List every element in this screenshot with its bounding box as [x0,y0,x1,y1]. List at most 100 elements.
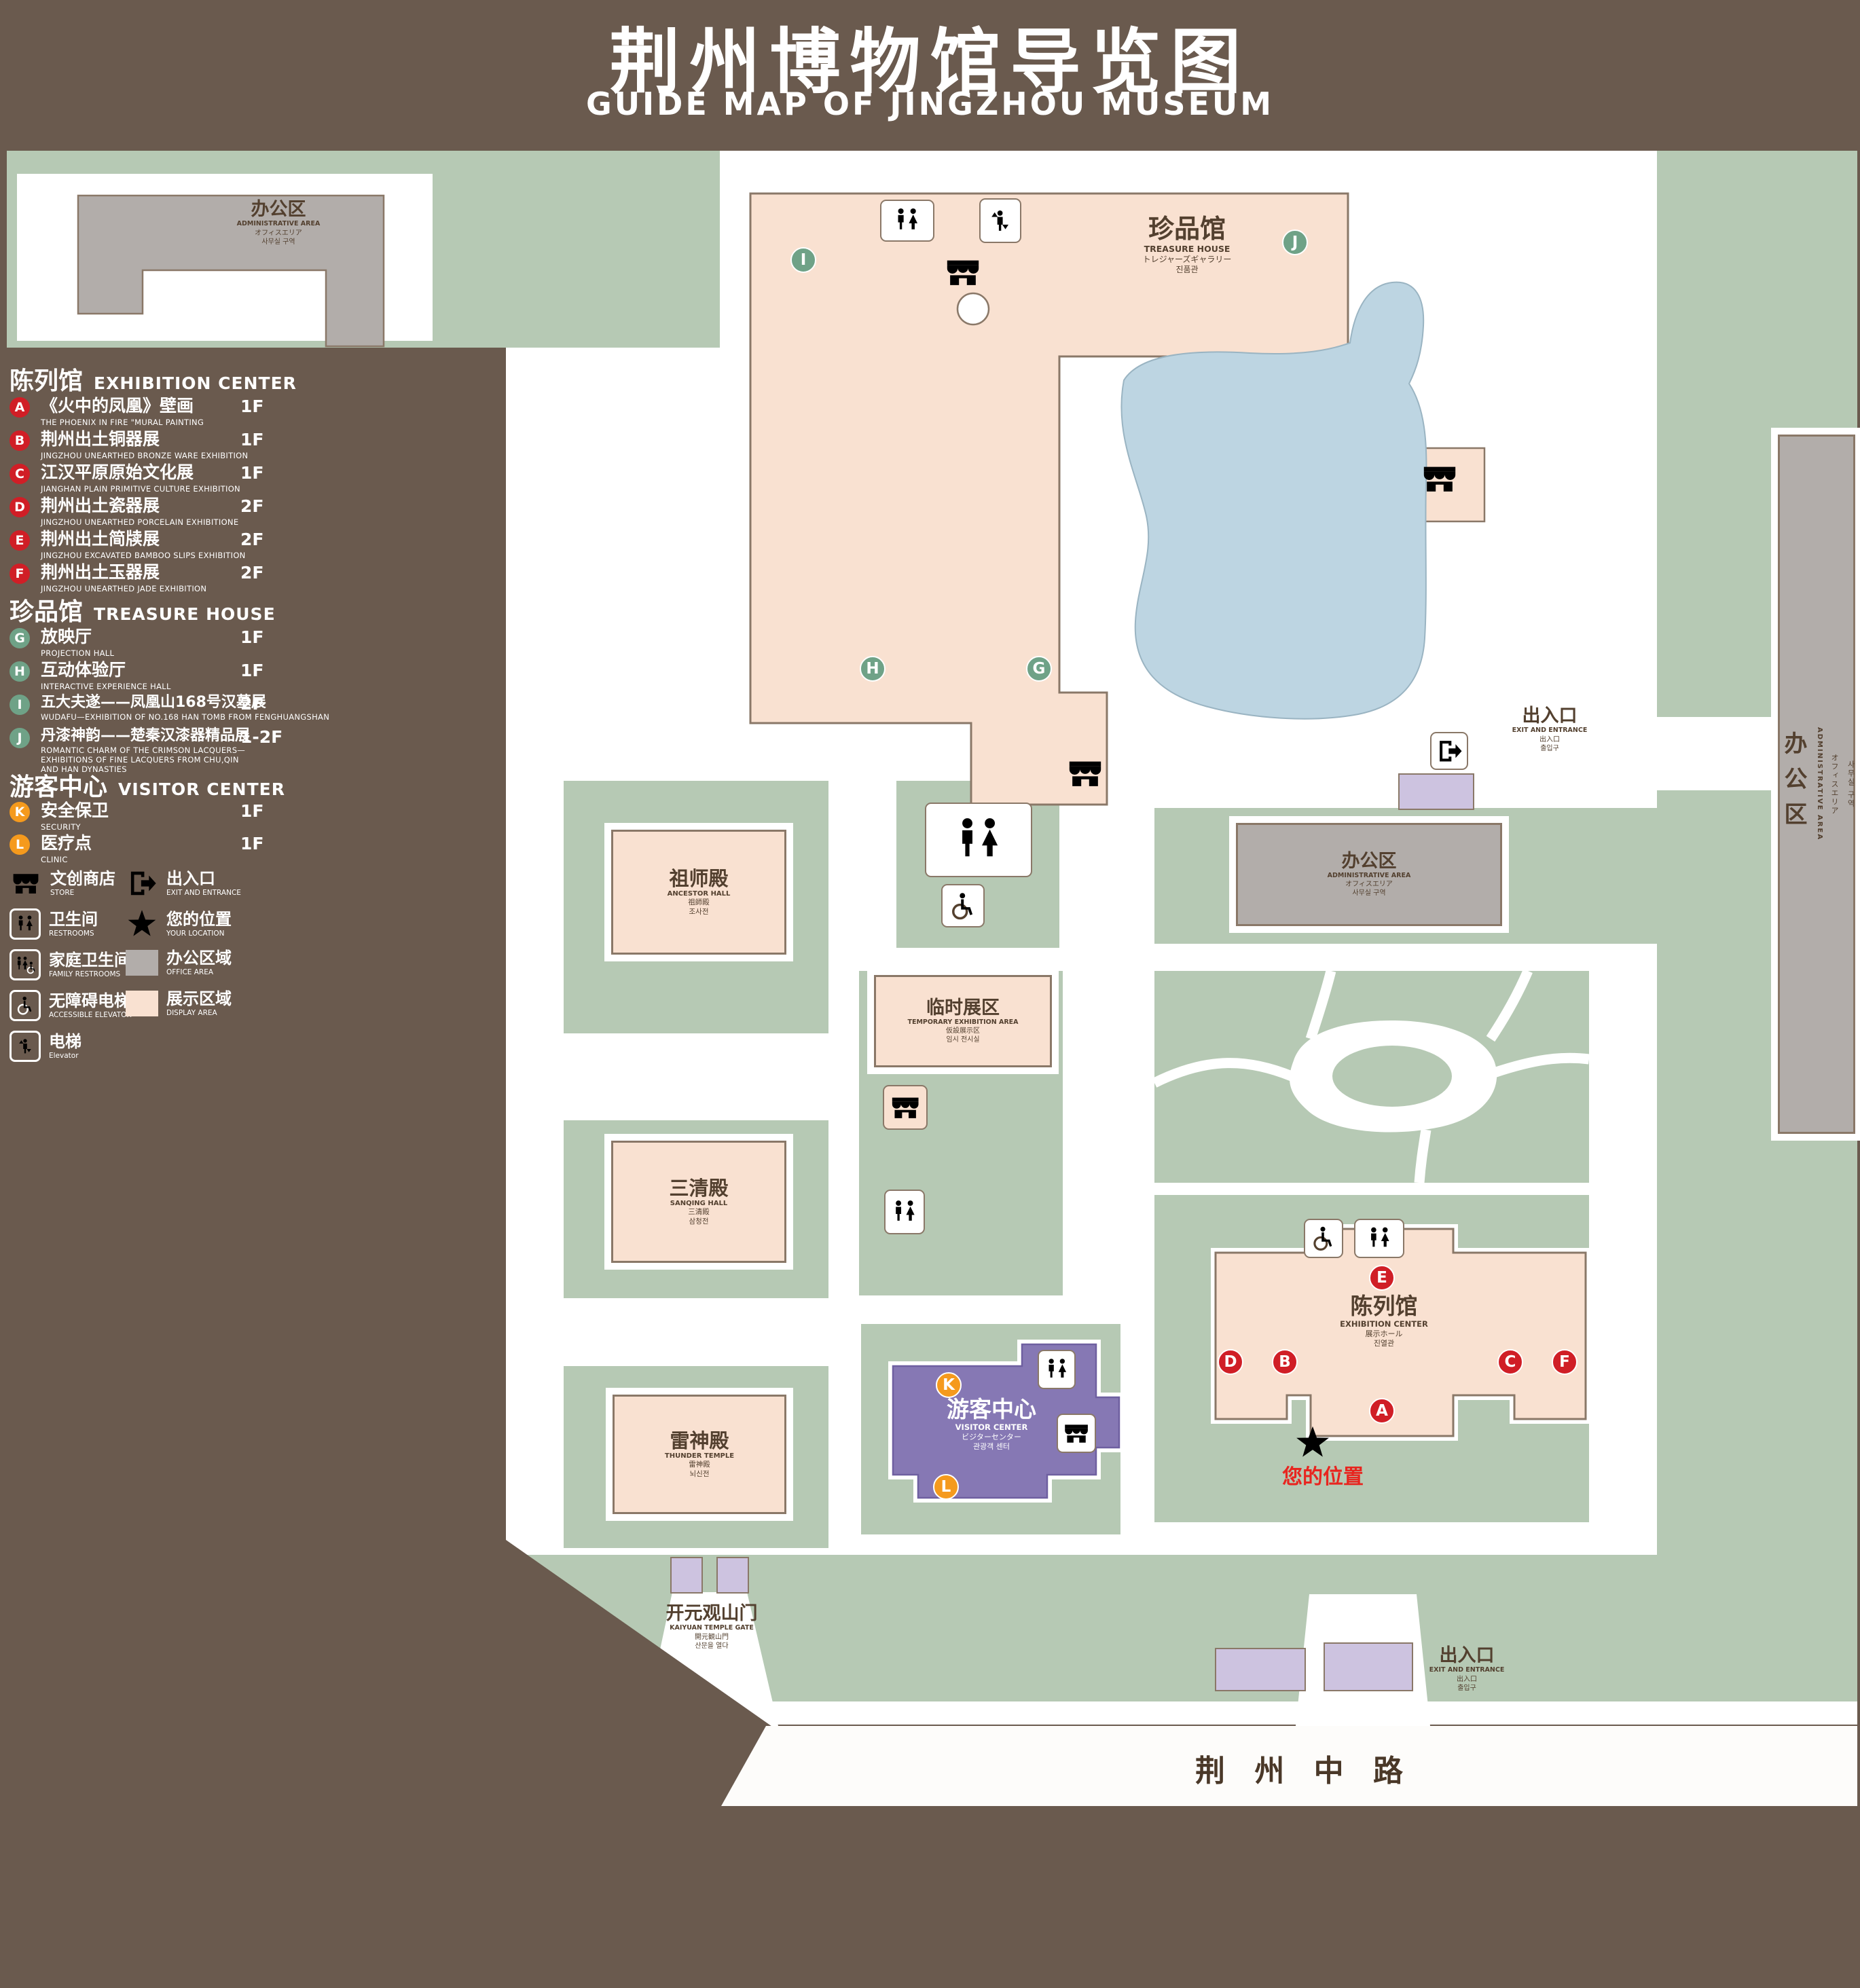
store-icon [1418,459,1461,498]
store-icon [10,868,42,899]
label-en: EXIT AND ENTRANCE [1512,726,1588,735]
garden-island [1332,1046,1452,1107]
label-en: THUNDER TEMPLE [664,1452,735,1460]
your-location-star-icon [1294,1424,1331,1461]
building-admin-mid: 办公区 ADMINISTRATIVE AREA オフィスエリア 사무실 구역 [1236,823,1502,926]
admin-northwest-label: 办公区 ADMINISTRATIVE AREA オフィスエリア 사무실 구역 [236,199,321,246]
label-en: ADMINISTRATIVE AREA [236,220,321,228]
marker-k: K [936,1372,962,1398]
south-entrance-building-east [1324,1642,1413,1691]
store-icon [1063,754,1107,793]
marker-f: F [10,564,30,584]
marker-g: G [10,628,30,648]
accessible-elevator-icon [10,990,41,1021]
item-zh: 医疗点 [41,833,92,853]
page-subtitle: GUIDE MAP OF JINGZHOU MUSEUM [585,86,1275,122]
marker-h: H [860,656,886,682]
gate-label: 开元观山门 KAIYUAN TEMPLE GATE 開元観山門 산문을 열다 [665,1603,758,1651]
building-thunder-temple: 雷神殿 THUNDER TEMPLE 雷神殿 뇌신전 [613,1395,786,1514]
symbol-en: RESTROOMS [49,929,94,938]
legend-section-treasure: 珍品馆 TREASURE HOUSE [10,592,276,627]
label-kr: 사무실 구역 [261,238,295,246]
label-jp: トレジャーズギャラリー [1142,254,1232,264]
marker-a: A [10,397,30,418]
label-en: SANQING HALL [670,1200,728,1208]
label-en: ANCESTOR HALL [667,890,731,898]
label-jp: 出入口 [1539,735,1560,743]
south-entrance-building-west [1215,1648,1306,1691]
symbol-zh: 办公区域 [166,949,232,968]
symbol-en: YOUR LOCATION [166,929,225,938]
southwest-boundary-wedge [506,1540,774,1728]
item-floor: 2F [240,694,264,714]
building-sanqing-hall: 三清殿 SANQING HALL 三清殿 삼청전 [611,1141,786,1263]
marker-e: E [1369,1265,1395,1291]
star-icon [126,908,158,940]
label-kr: 조사전 [689,907,709,916]
marker-l: L [933,1474,959,1500]
road-name: 荆 州 中 路 [1195,1754,1412,1788]
label-en: VISITOR CENTER [955,1422,1028,1432]
marker-i: I [790,247,816,273]
exhibition-center-building [1214,1228,1587,1437]
label-jp: 展示ホール [1365,1329,1403,1338]
item-en: JINGZHOU UNEARTHED PORCELAIN EXHIBITIONE [41,517,239,527]
item-zh: 《火中的凤凰》壁画 [41,396,194,416]
label-kr: 임시 전시실 [946,1036,980,1044]
label-zh: 陈列馆 [1350,1293,1418,1319]
gate-pillar-west [670,1557,703,1594]
gate-pillar-east [716,1557,749,1594]
label-en: EXIT AND ENTRANCE [1429,1666,1505,1674]
item-zh: 荆州出土瓷器展 [41,496,160,515]
marker-c: C [10,464,30,484]
label-kr: 사무실 구역 [1352,889,1386,898]
section-title-en: EXHIBITION CENTER [94,373,297,393]
label-kr: 진열관 [1373,1339,1395,1348]
label-jp: 雷神殿 [689,1460,710,1469]
symbol-zh: 出入口 [166,868,215,888]
label-jp: ビジターセンター [962,1432,1021,1441]
item-zh: 荆州出土简牍展 [41,529,160,549]
garden-paths [1152,969,1590,1183]
item-floor: 1F [240,834,264,853]
section-title-zh: 珍品馆 [10,598,84,626]
label-zh: 临时展区 [926,997,1000,1018]
label-jp: 祖師殿 [688,898,710,907]
label-jp: オフィスエリア [1830,753,1839,815]
admin-northwest-building [77,194,385,348]
accessible-restroom-icon [941,884,985,927]
rotunda [956,292,990,326]
store-icon [941,253,985,292]
admin-mid-label: 办公区 ADMINISTRATIVE AREA オフィスエリア 사무실 구역 [1328,851,1411,898]
label-jp: オフィスエリア [1345,881,1393,889]
section-title-en: TREASURE HOUSE [94,604,276,624]
marker-h: H [10,661,30,682]
label-kr: 사무실 구역 [1846,760,1855,809]
section-title-en: VISITOR CENTER [118,779,285,799]
thunder-temple-label: 雷神殿 THUNDER TEMPLE 雷神殿 뇌신전 [664,1429,735,1479]
item-floor: 1F [240,463,264,483]
item-zh: 荆州出土铜器展 [41,429,160,449]
label-en: EXHIBITION CENTER [1340,1319,1428,1329]
label-zh: 办公区 [1780,731,1807,837]
label-zh: 三清殿 [669,1176,729,1200]
elevator-icon [979,198,1021,243]
symbol-en: FAMILY RESTROOMS [49,970,121,979]
item-zh: 丹漆神韵——楚秦汉漆器精品展 [41,727,251,744]
item-floor: 1F [240,397,264,416]
label-zh: 开元观山门 [665,1603,758,1624]
sanqing-hall-label: 三清殿 SANQING HALL 三清殿 삼청전 [669,1177,728,1227]
